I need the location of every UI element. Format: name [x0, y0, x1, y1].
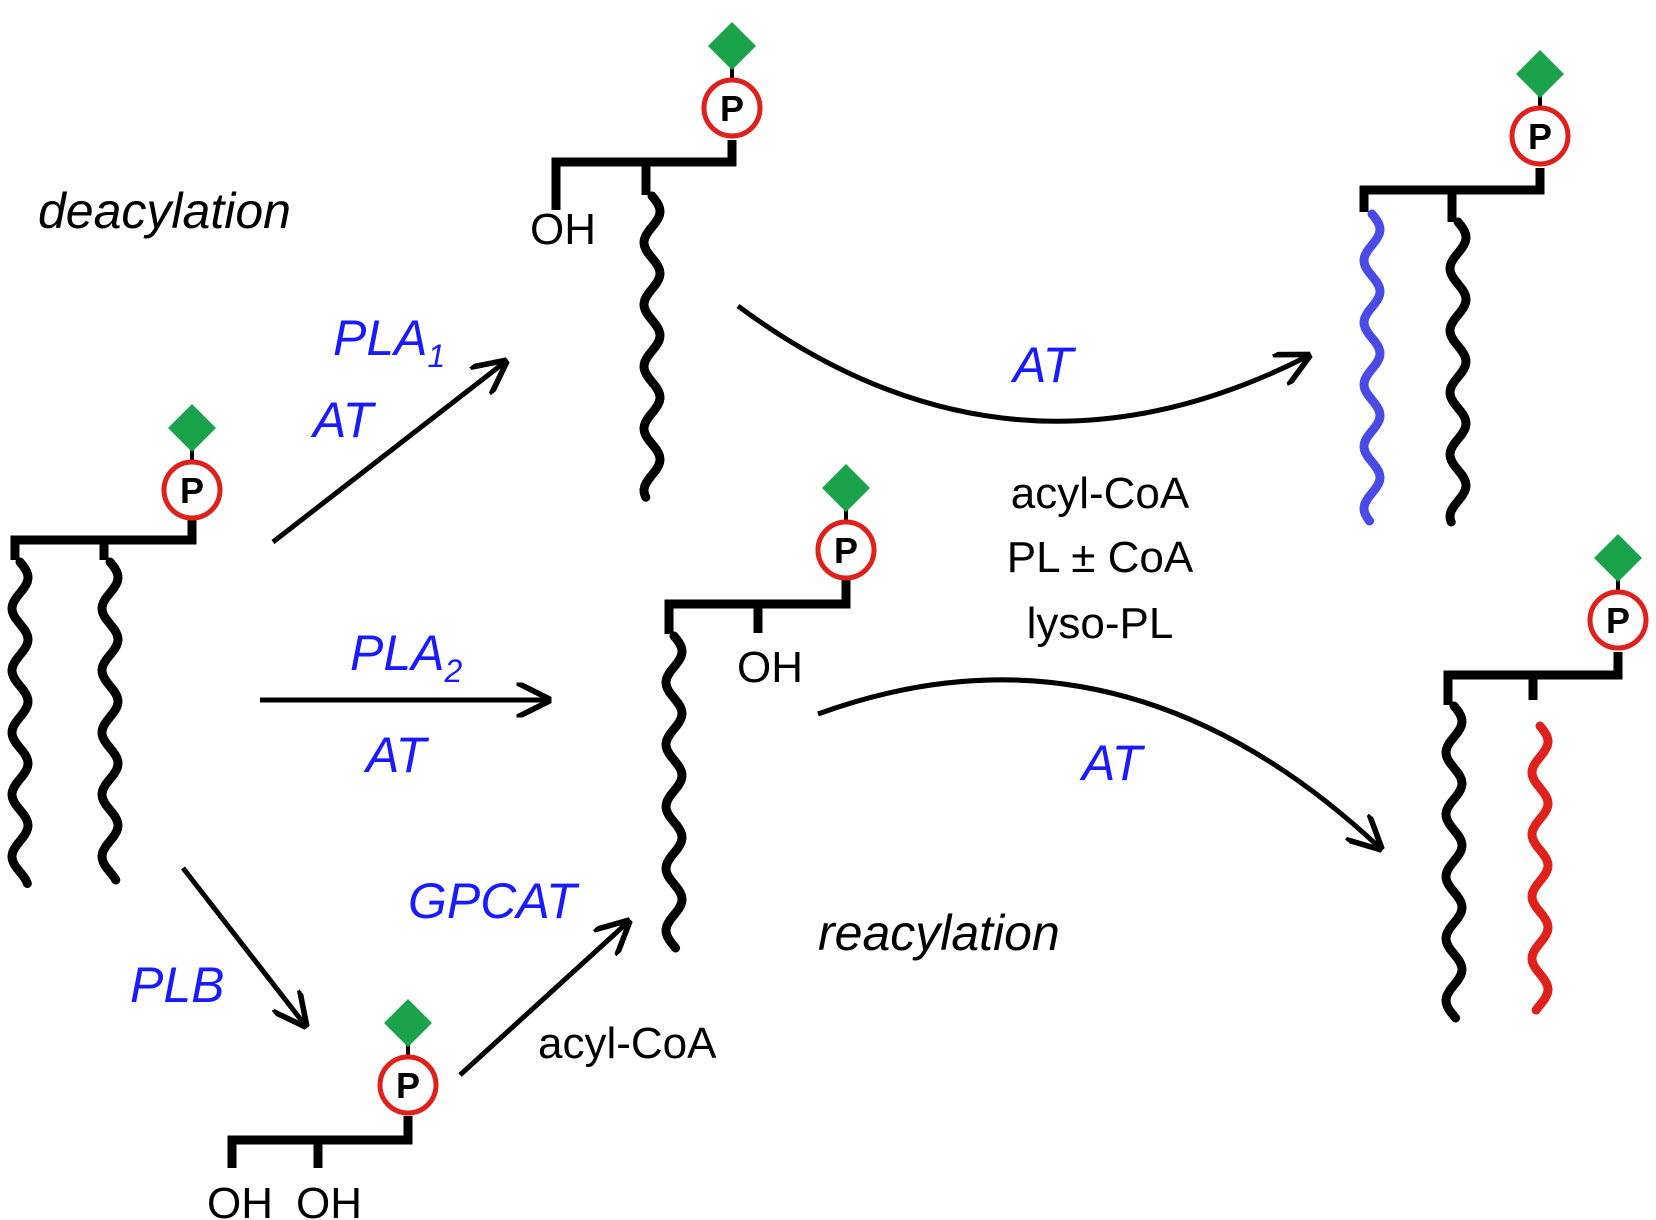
lysophospholipid-sn2-removed: OH P — [661, 464, 877, 953]
phosphate-label: P — [180, 470, 204, 511]
acyl-chain-sn1 — [1441, 701, 1467, 1023]
gpcat-label: GPCAT — [408, 873, 580, 929]
phosphate-circle-icon — [1509, 105, 1571, 167]
glycerophosphodiester: OH OH P — [207, 999, 439, 1220]
phosphate-label: P — [1528, 116, 1552, 157]
oh-label-sn2: OH — [296, 1179, 362, 1220]
green-diamond-headgroup-icon — [1516, 50, 1564, 98]
phosphate-label: P — [720, 88, 744, 129]
arrow-pla1 — [271, 362, 505, 544]
oh-label: OH — [530, 205, 596, 254]
phosphate-circle-icon — [161, 459, 223, 521]
pla2-label: PLA2 — [350, 625, 463, 689]
green-diamond-headgroup-icon — [708, 22, 756, 70]
phospholipid-reacylated-sn2: P — [1441, 534, 1649, 1023]
phosphate-label: P — [1606, 600, 1630, 641]
acyl-coa-label-gpcat: acyl-CoA — [538, 1019, 717, 1068]
acyl-chain-sn2-new — [1527, 721, 1553, 1015]
headgroup: P — [1587, 534, 1649, 651]
plb-label: PLB — [130, 957, 225, 1013]
at-label-pla2: AT — [363, 727, 430, 783]
phosphate-label: P — [834, 530, 858, 571]
headgroup: P — [815, 464, 877, 581]
acyl-chain-sn1 — [7, 557, 33, 889]
green-diamond-headgroup-icon — [168, 404, 216, 452]
phosphate-circle-icon — [1587, 589, 1649, 651]
at-label-reacylation-sn1: AT — [1010, 337, 1077, 393]
deacylation-label: deacylation — [38, 183, 291, 239]
phospholipid-intact: P — [7, 404, 223, 889]
acyl-chain-sn2 — [639, 191, 665, 503]
green-diamond-headgroup-icon — [822, 464, 870, 512]
acyl-chain-sn2 — [1445, 217, 1471, 527]
arrow-reacylation-sn2 — [817, 677, 1380, 848]
acyl-coa-label: acyl-CoA — [1011, 469, 1190, 518]
pl-coa-label: PL ± CoA — [1007, 533, 1194, 582]
green-diamond-headgroup-icon — [1594, 534, 1642, 582]
headgroup: P — [161, 404, 223, 521]
headgroup: P — [377, 999, 439, 1116]
acyl-chain-sn1-new — [1359, 209, 1385, 527]
oh-label: OH — [737, 643, 803, 692]
oh-label-sn1: OH — [207, 1179, 273, 1220]
arrow-reacylation-sn1 — [736, 303, 1308, 424]
reacylation-label: reacylation — [818, 905, 1060, 961]
lysophospholipid-sn1-removed: OH P — [530, 22, 763, 503]
headgroup: P — [701, 22, 763, 139]
arrow-plb — [181, 866, 305, 1025]
arrow-gpcat — [458, 922, 628, 1077]
phosphate-circle-icon — [377, 1054, 439, 1116]
pla1-label: PLA1 — [333, 310, 445, 374]
at-label-reacylation-sn2: AT — [1079, 735, 1146, 791]
at-label-pla1: AT — [310, 392, 377, 448]
acyl-chain-sn2 — [97, 557, 123, 885]
headgroup: P — [1509, 50, 1571, 167]
phosphate-circle-icon — [701, 77, 763, 139]
phosphate-label: P — [396, 1065, 420, 1106]
lyso-pl-label: lyso-PL — [1027, 599, 1174, 648]
green-diamond-headgroup-icon — [384, 999, 432, 1047]
phosphate-circle-icon — [815, 519, 877, 581]
acyl-chain-sn1 — [661, 631, 687, 953]
phospholipid-reacylated-sn1: P — [1359, 50, 1571, 527]
